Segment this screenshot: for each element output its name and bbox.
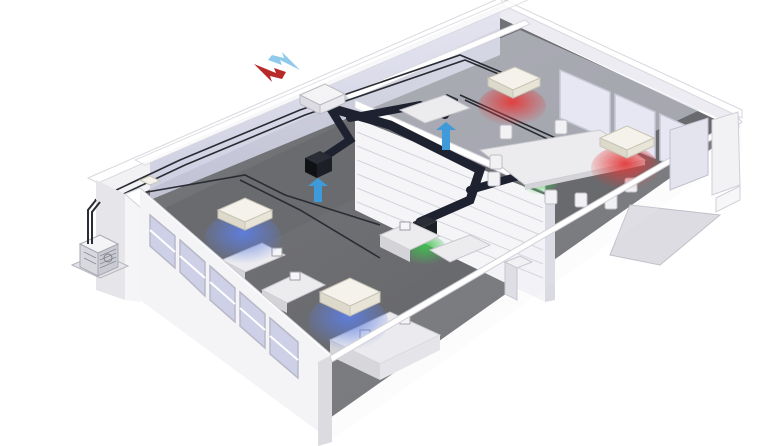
ceiling-cassette-left-2 (318, 277, 382, 317)
airflow-arrow-left-icon (308, 178, 328, 202)
ceiling-cassette-right-2 (598, 125, 656, 159)
front-long-wall (124, 187, 333, 446)
exhaust-arrow-icon (254, 64, 286, 82)
front-right-wall (329, 111, 743, 440)
heating-glow-right-1 (478, 86, 546, 126)
fan-coil-box-left (305, 151, 332, 178)
desk-rear-room (398, 94, 472, 124)
cooling-glow-left-1 (205, 212, 281, 264)
ceiling-cassette-left-1 (216, 197, 274, 231)
heat-recovery-ventilator-icon (298, 83, 347, 115)
ceiling-cassette-rear (138, 175, 162, 186)
airflow-arrow-center-icon (436, 122, 456, 150)
ramp (609, 204, 722, 266)
outdoor-condenser-icon (70, 199, 130, 279)
intake-arrow-icon (268, 52, 300, 70)
ceiling-cassette-right-1 (486, 66, 542, 99)
filing-cabinet (503, 255, 534, 301)
right-end-wall (715, 185, 741, 213)
